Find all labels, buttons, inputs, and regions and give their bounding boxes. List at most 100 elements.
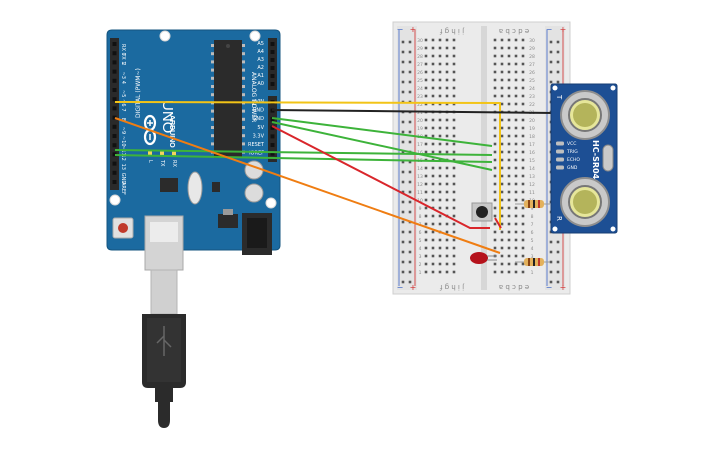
breadboard-hole[interactable]	[452, 198, 456, 202]
rail-hole[interactable]	[408, 180, 412, 184]
breadboard-hole[interactable]	[521, 230, 525, 234]
breadboard-hole[interactable]	[507, 102, 511, 106]
breadboard-hole[interactable]	[452, 150, 456, 154]
breadboard-hole[interactable]	[452, 246, 456, 250]
rail-hole[interactable]	[556, 80, 560, 84]
breadboard-hole[interactable]	[424, 102, 428, 106]
breadboard-hole[interactable]	[452, 214, 456, 218]
breadboard-hole[interactable]	[438, 246, 442, 250]
breadboard-hole[interactable]	[521, 214, 525, 218]
breadboard-hole[interactable]	[493, 134, 497, 138]
rail-hole[interactable]	[401, 230, 405, 234]
breadboard-hole[interactable]	[521, 118, 525, 122]
breadboard-hole[interactable]	[521, 246, 525, 250]
breadboard-hole[interactable]	[521, 62, 525, 66]
rail-hole[interactable]	[408, 260, 412, 264]
breadboard-hole[interactable]	[507, 150, 511, 154]
breadboard-hole[interactable]	[431, 166, 435, 170]
breadboard-hole[interactable]	[514, 174, 518, 178]
rail-hole[interactable]	[408, 170, 412, 174]
breadboard-hole[interactable]	[507, 118, 511, 122]
breadboard-hole[interactable]	[514, 94, 518, 98]
breadboard-hole[interactable]	[514, 270, 518, 274]
breadboard-hole[interactable]	[521, 134, 525, 138]
breadboard-hole[interactable]	[452, 118, 456, 122]
breadboard-hole[interactable]	[424, 246, 428, 250]
rail-hole[interactable]	[556, 280, 560, 284]
rail-hole[interactable]	[401, 60, 405, 64]
analog-pin-socket[interactable]	[270, 58, 275, 62]
rail-hole[interactable]	[408, 190, 412, 194]
breadboard-hole[interactable]	[438, 190, 442, 194]
digital-pin-socket[interactable]	[112, 170, 117, 175]
breadboard-hole[interactable]	[445, 102, 449, 106]
breadboard-hole[interactable]	[438, 94, 442, 98]
rail-hole[interactable]	[401, 260, 405, 264]
breadboard-hole[interactable]	[493, 222, 497, 226]
breadboard-hole[interactable]	[493, 158, 497, 162]
rail-hole[interactable]	[401, 70, 405, 74]
breadboard-hole[interactable]	[493, 246, 497, 250]
breadboard-hole[interactable]	[438, 270, 442, 274]
breadboard-hole[interactable]	[452, 62, 456, 66]
breadboard-hole[interactable]	[507, 246, 511, 250]
breadboard-hole[interactable]	[493, 38, 497, 42]
breadboard-hole[interactable]	[424, 254, 428, 258]
breadboard-hole[interactable]	[500, 182, 504, 186]
breadboard-hole[interactable]	[438, 86, 442, 90]
breadboard-hole[interactable]	[507, 182, 511, 186]
breadboard-hole[interactable]	[424, 86, 428, 90]
analog-pin-socket[interactable]	[270, 50, 275, 54]
rail-hole[interactable]	[549, 80, 553, 84]
breadboard-hole[interactable]	[521, 38, 525, 42]
breadboard-hole[interactable]	[452, 262, 456, 266]
breadboard-hole[interactable]	[507, 166, 511, 170]
breadboard-hole[interactable]	[445, 198, 449, 202]
breadboard-hole[interactable]	[431, 38, 435, 42]
breadboard-hole[interactable]	[424, 78, 428, 82]
breadboard-hole[interactable]	[431, 86, 435, 90]
breadboard-hole[interactable]	[438, 134, 442, 138]
reset-button-cap[interactable]	[118, 223, 128, 233]
breadboard-hole[interactable]	[507, 46, 511, 50]
analog-pin-socket[interactable]	[270, 82, 275, 86]
breadboard-hole[interactable]	[493, 86, 497, 90]
power-pin-socket[interactable]	[270, 117, 275, 122]
breadboard-hole[interactable]	[500, 222, 504, 226]
breadboard-hole[interactable]	[452, 238, 456, 242]
breadboard-hole[interactable]	[493, 118, 497, 122]
breadboard-hole[interactable]	[521, 238, 525, 242]
digital-pin-socket[interactable]	[112, 97, 117, 102]
breadboard-hole[interactable]	[500, 54, 504, 58]
breadboard-hole[interactable]	[521, 78, 525, 82]
rail-hole[interactable]	[549, 60, 553, 64]
breadboard-hole[interactable]	[431, 134, 435, 138]
breadboard-hole[interactable]	[445, 142, 449, 146]
breadboard-hole[interactable]	[500, 166, 504, 170]
rail-hole[interactable]	[401, 40, 405, 44]
breadboard-hole[interactable]	[500, 214, 504, 218]
rail-hole[interactable]	[549, 70, 553, 74]
digital-pin-socket[interactable]	[112, 161, 117, 166]
breadboard-hole[interactable]	[521, 46, 525, 50]
breadboard-hole[interactable]	[424, 174, 428, 178]
breadboard-hole[interactable]	[521, 126, 525, 130]
breadboard-hole[interactable]	[500, 262, 504, 266]
breadboard-hole[interactable]	[521, 150, 525, 154]
rail-hole[interactable]	[556, 260, 560, 264]
breadboard-hole[interactable]	[438, 150, 442, 154]
digital-pin-socket[interactable]	[112, 69, 117, 74]
breadboard-hole[interactable]	[507, 198, 511, 202]
breadboard-hole[interactable]	[431, 70, 435, 74]
breadboard-hole[interactable]	[514, 166, 518, 170]
breadboard-hole[interactable]	[521, 270, 525, 274]
rail-hole[interactable]	[408, 200, 412, 204]
breadboard-hole[interactable]	[438, 62, 442, 66]
rail-hole[interactable]	[408, 90, 412, 94]
breadboard-hole[interactable]	[493, 46, 497, 50]
breadboard-hole[interactable]	[431, 126, 435, 130]
breadboard-hole[interactable]	[424, 262, 428, 266]
rail-hole[interactable]	[549, 270, 553, 274]
breadboard-hole[interactable]	[493, 174, 497, 178]
breadboard-hole[interactable]	[521, 190, 525, 194]
